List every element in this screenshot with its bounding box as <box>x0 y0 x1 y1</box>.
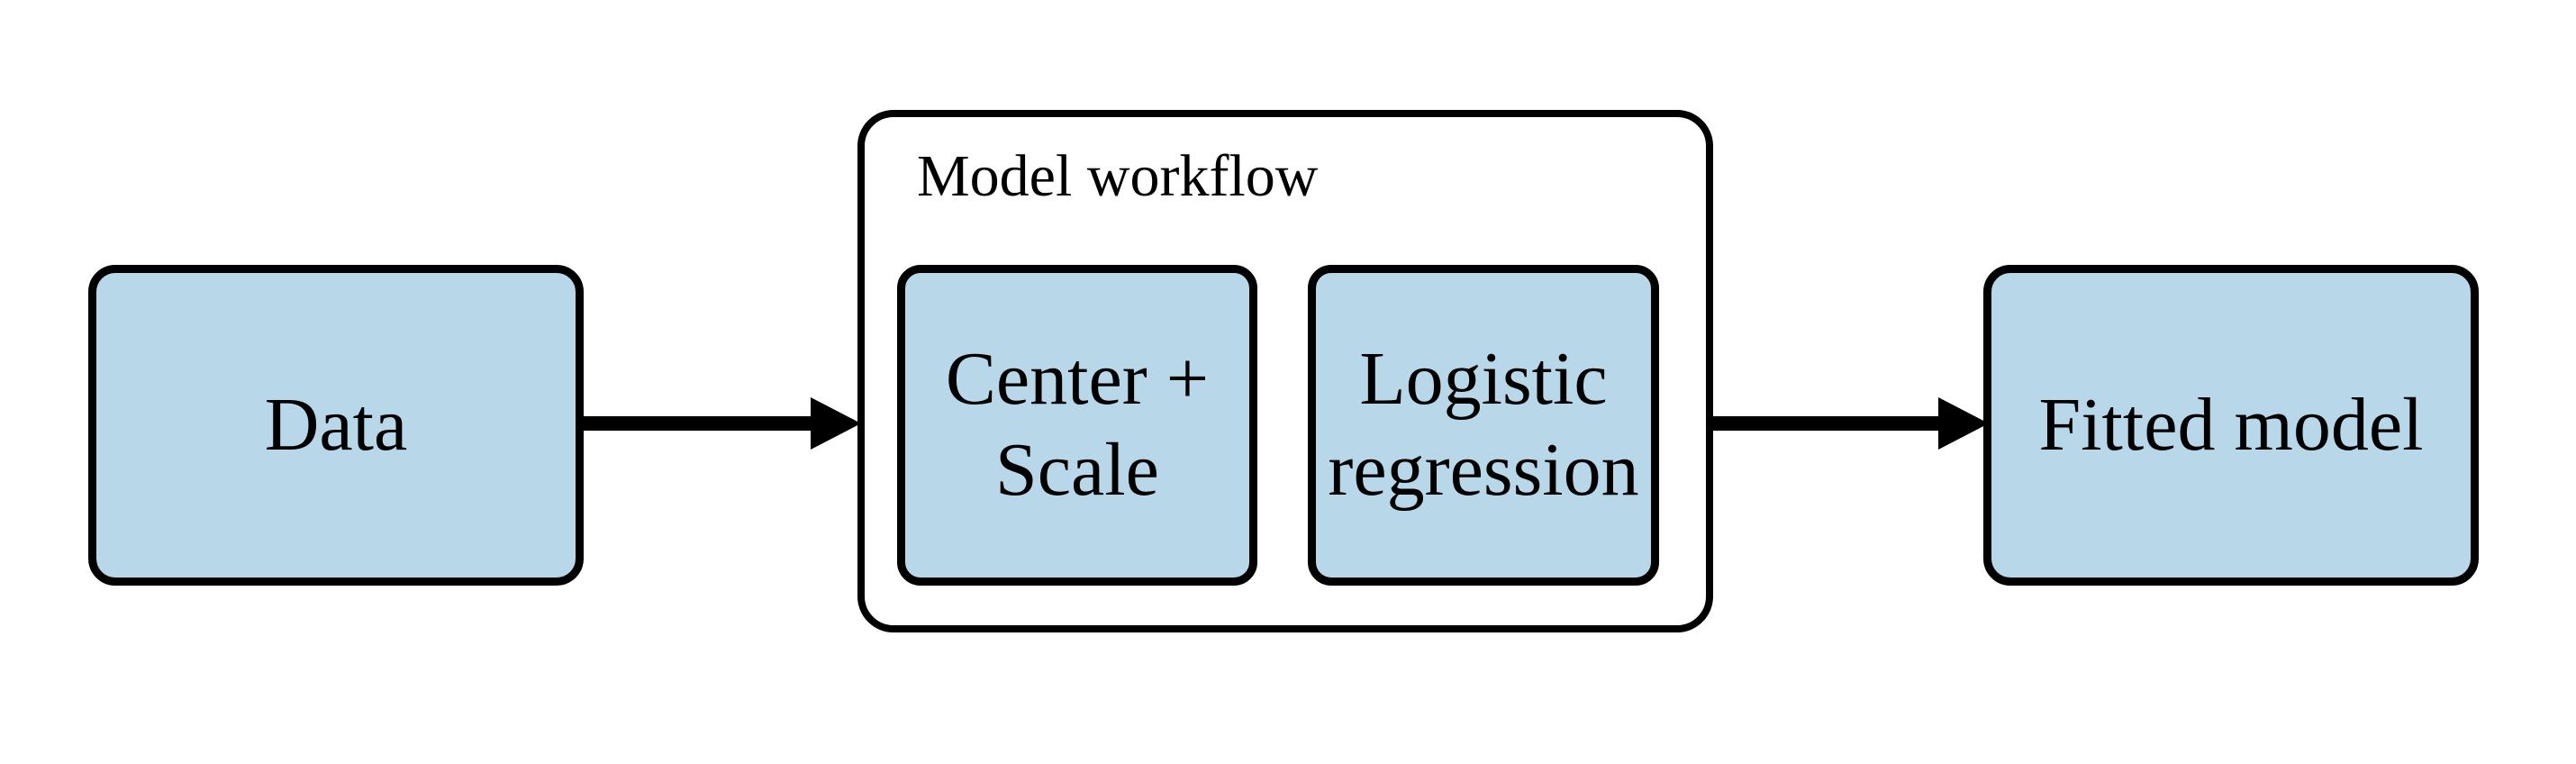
node-fitted-model: Fitted model <box>1983 265 2479 586</box>
arrow-data-to-workflow-line <box>582 416 814 431</box>
node-logistic-regression-label-line2: regression <box>1328 428 1639 512</box>
node-logistic-regression: Logistic regression <box>1308 265 1659 586</box>
arrow-workflow-to-fitted-line <box>1711 416 1940 431</box>
node-center-scale-label-line2: Scale <box>995 428 1159 512</box>
node-logistic-regression-label-line1: Logistic <box>1359 337 1608 422</box>
node-data-label: Data <box>264 382 408 467</box>
node-fitted-model-label: Fitted model <box>2038 382 2424 467</box>
node-center-scale: Center + Scale <box>897 265 1257 586</box>
node-data: Data <box>88 265 584 586</box>
arrow-data-to-workflow-head-icon <box>811 397 861 450</box>
arrow-workflow-to-fitted-head-icon <box>1938 397 1989 450</box>
node-center-scale-label-line1: Center + <box>945 337 1210 422</box>
node-center-scale-label: Center + Scale <box>946 334 1209 516</box>
node-logistic-regression-label: Logistic regression <box>1328 334 1638 516</box>
workflow-title: Model workflow <box>917 143 1319 209</box>
